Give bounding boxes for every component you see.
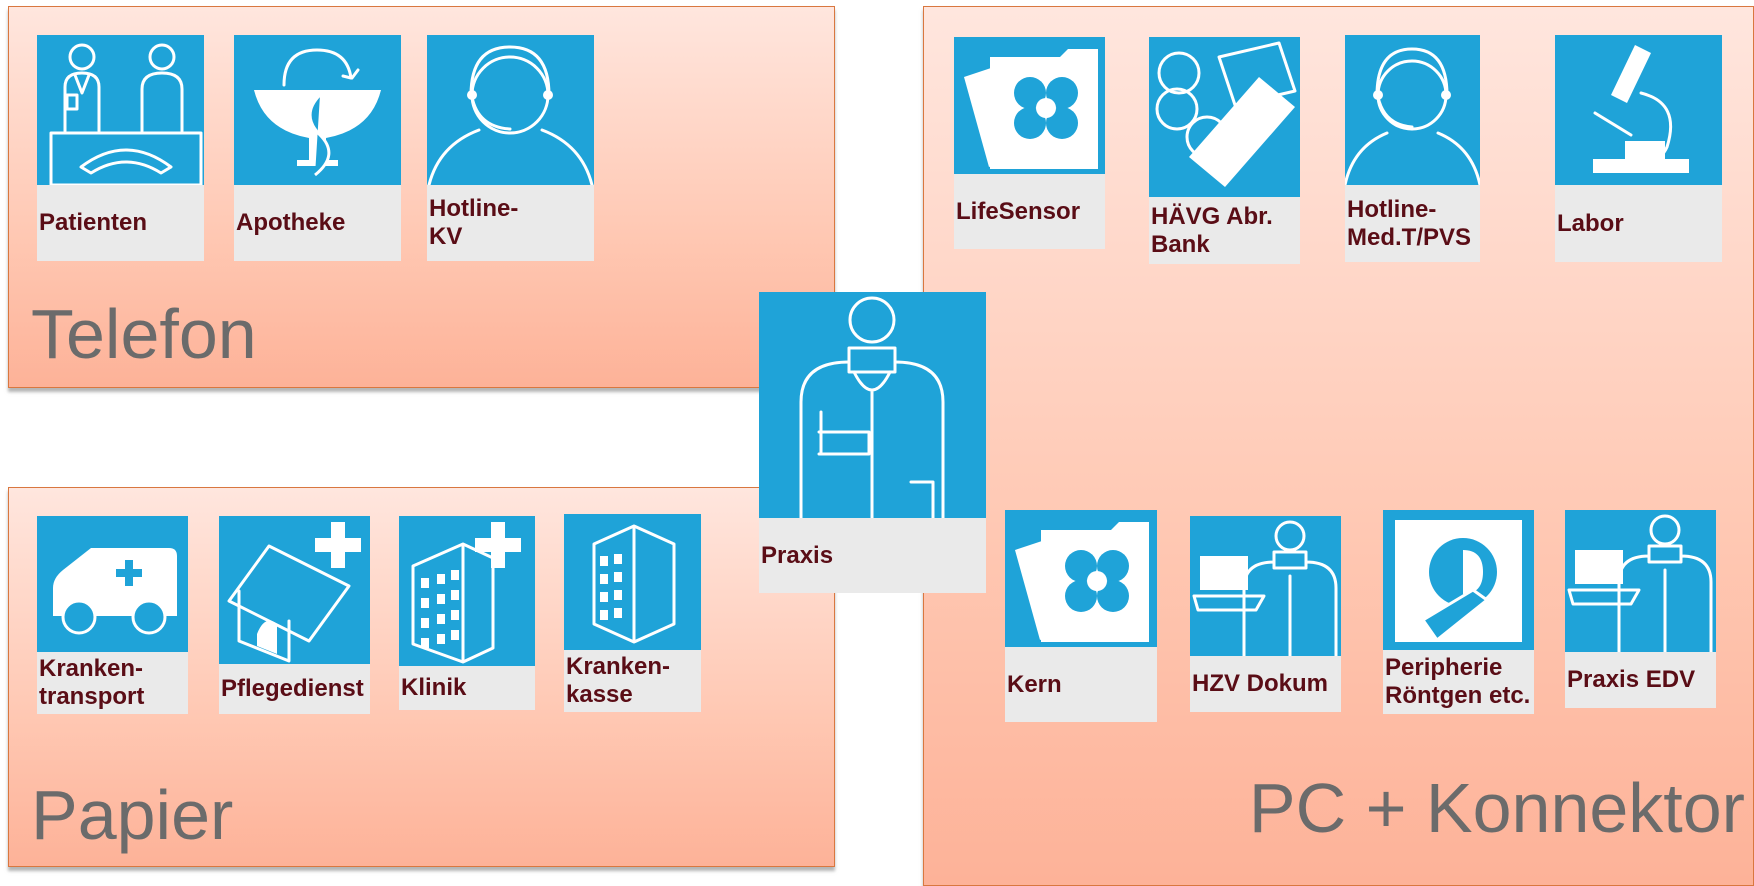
tile-label: Kranken- transport (37, 652, 188, 714)
tile-krankentransport[interactable]: Kranken- transport (37, 516, 188, 714)
tile-label: Peripherie Röntgen etc. (1383, 650, 1534, 714)
pharmacy-bowl-icon (234, 35, 401, 185)
tile-kern[interactable]: Kern (1005, 510, 1157, 722)
tile-praxis-edv[interactable]: Praxis EDV (1565, 510, 1716, 708)
microscope-icon (1555, 35, 1722, 185)
tile-label: Labor (1555, 185, 1722, 262)
tile-hotline-kv[interactable]: Hotline- KV (427, 35, 594, 261)
group-title-telefon: Telefon (31, 295, 257, 373)
ambulance-icon (37, 516, 188, 652)
tile-patienten[interactable]: Patienten (37, 35, 204, 261)
group-title-papier: Papier (31, 776, 234, 854)
doctor-icon (759, 292, 986, 518)
tile-hzv-dokum[interactable]: HZV Dokum (1190, 516, 1341, 712)
office-building-icon (564, 514, 701, 650)
hospital-icon (399, 516, 535, 666)
tile-label: Hotline- KV (427, 185, 594, 261)
patients-phone-icon (37, 35, 204, 185)
tile-label: Pflegedienst (219, 664, 370, 714)
tile-label: Kern (1005, 647, 1157, 722)
tile-pflegedienst[interactable]: Pflegedienst (219, 516, 370, 714)
tile-label: HÄVG Abr. Bank (1149, 197, 1300, 264)
home-care-icon (219, 516, 370, 664)
tile-peripherie[interactable]: Peripherie Röntgen etc. (1383, 510, 1534, 714)
headset-icon (427, 35, 594, 185)
tile-label: Patienten (37, 185, 204, 261)
tile-labor[interactable]: Labor (1555, 35, 1722, 262)
tile-label: Kranken- kasse (564, 650, 701, 712)
tile-apotheke[interactable]: Apotheke (234, 35, 401, 261)
tile-label: LifeSensor (954, 174, 1105, 249)
folder-clover-icon (1005, 510, 1157, 647)
doctor-laptop-icon (1565, 510, 1716, 652)
tile-klinik[interactable]: Klinik (399, 516, 535, 710)
folder-clover-icon (954, 37, 1105, 174)
tile-hotline-med[interactable]: Hotline- Med.T/PVS (1345, 35, 1480, 262)
tile-label: Klinik (399, 666, 535, 710)
tile-haevg[interactable]: HÄVG Abr. Bank (1149, 37, 1300, 264)
tile-krankenkasse[interactable]: Kranken- kasse (564, 514, 701, 712)
coins-notes-icon (1149, 37, 1300, 197)
scanner-icon (1383, 510, 1534, 650)
tile-praxis[interactable]: Praxis (759, 292, 986, 593)
tile-label: Apotheke (234, 185, 401, 261)
tile-label: Praxis EDV (1565, 652, 1716, 708)
tile-label: Praxis (759, 518, 986, 593)
doctor-laptop-icon (1190, 516, 1341, 656)
tile-label: Hotline- Med.T/PVS (1345, 185, 1480, 262)
tile-label: HZV Dokum (1190, 656, 1341, 712)
group-title-pc-konnektor: PC + Konnektor (1248, 769, 1745, 847)
headset-icon (1345, 35, 1480, 185)
tile-lifesensor[interactable]: LifeSensor (954, 37, 1105, 249)
